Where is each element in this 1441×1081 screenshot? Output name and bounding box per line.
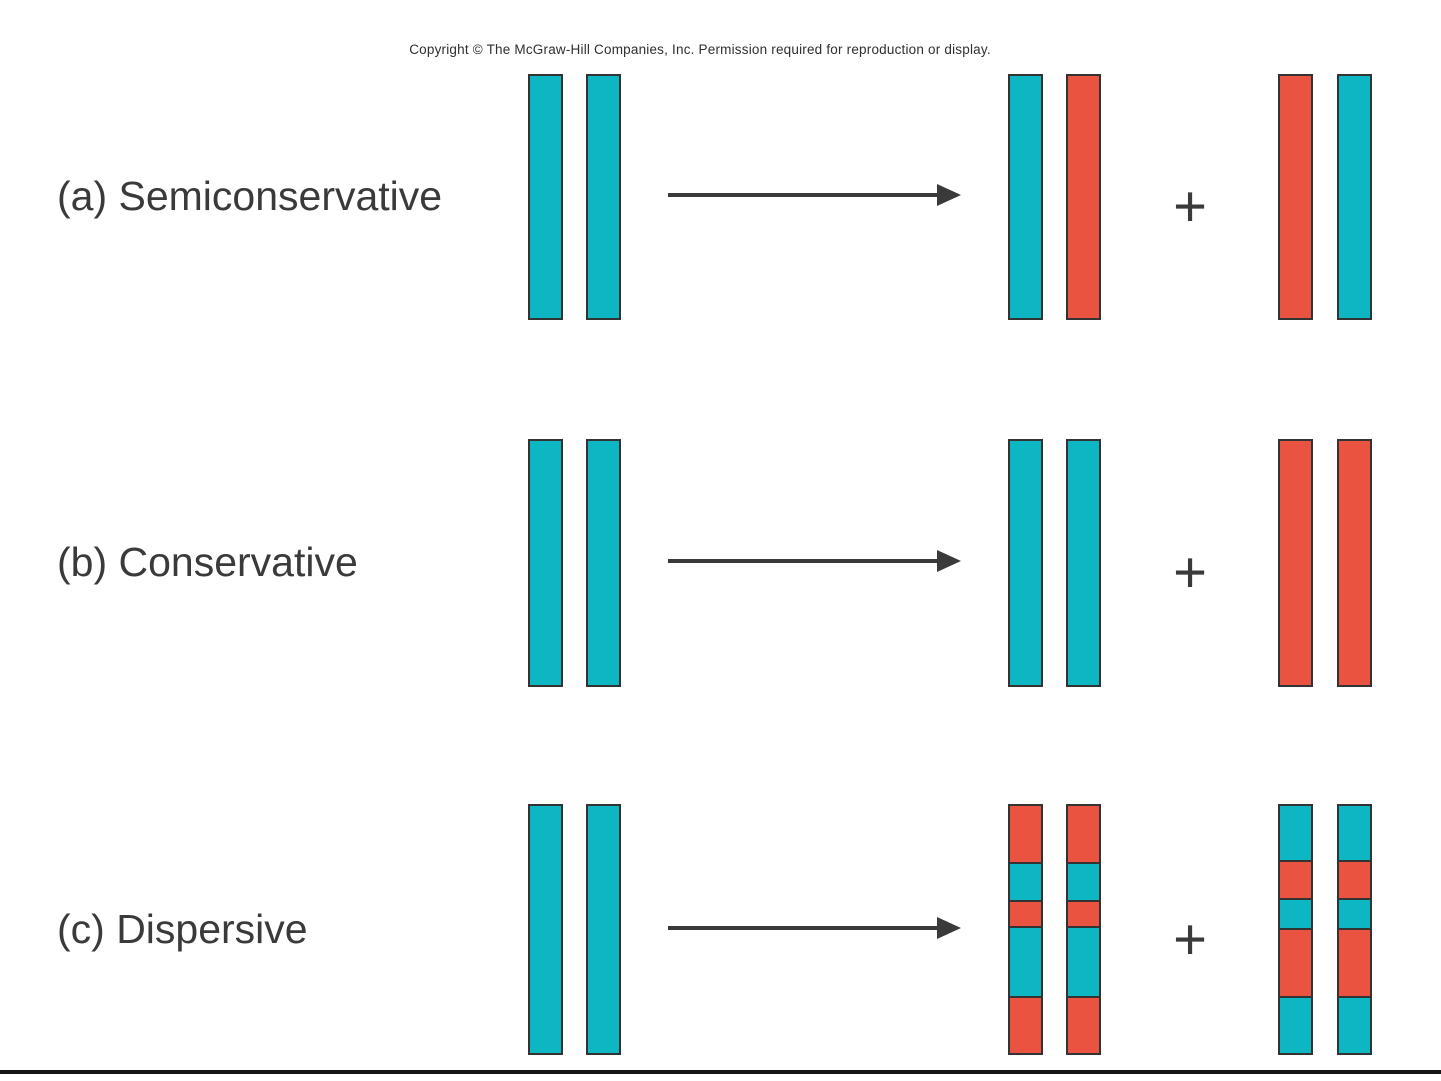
arrow-line	[668, 925, 941, 930]
strand-segment-red	[1068, 76, 1099, 318]
bottom-border-line	[0, 1070, 1441, 1074]
strand-segment-red	[1339, 441, 1370, 685]
daughter-dna-2-strand-2	[1337, 804, 1372, 1055]
row-label-c: (c) Dispersive	[57, 905, 308, 952]
strand-segment-teal	[588, 441, 619, 685]
strand-segment-teal	[1010, 76, 1041, 318]
strand-segment-teal	[1339, 996, 1370, 1053]
arrow-head	[937, 184, 961, 206]
strand-segment-teal	[588, 806, 619, 1053]
strand-segment-teal	[530, 441, 561, 685]
arrow-line	[668, 559, 941, 563]
row-label-b: (b) Conservative	[57, 539, 358, 585]
daughter-dna-2-strand-2	[1337, 439, 1372, 687]
parental-dna-strand-2	[586, 804, 621, 1055]
strand-segment-teal	[1280, 996, 1311, 1053]
parental-dna-strand-1	[528, 804, 563, 1055]
strand-segment-teal	[1068, 862, 1099, 901]
strand-segment-teal	[530, 76, 561, 318]
replication-arrow-icon	[668, 184, 961, 206]
strand-segment-teal	[588, 76, 619, 318]
daughter-dna-1-strand-2	[1066, 439, 1101, 687]
daughter-dna-2-strand-1	[1278, 74, 1313, 320]
strand-segment-red	[1280, 441, 1311, 685]
arrow-line	[668, 193, 941, 197]
plus-icon: +	[1173, 906, 1207, 972]
strand-segment-red	[1339, 928, 1370, 997]
daughter-dna-2-strand-1	[1278, 804, 1313, 1055]
strand-segment-red	[1339, 859, 1370, 898]
strand-segment-teal	[1068, 925, 1099, 997]
row-label-a: (a) Semiconservative	[57, 173, 443, 219]
strand-segment-red	[1010, 806, 1041, 863]
daughter-dna-1-strand-1	[1008, 804, 1043, 1055]
strand-segment-teal	[530, 806, 561, 1053]
strand-segment-teal	[1339, 806, 1370, 860]
strand-segment-teal	[1339, 76, 1370, 318]
daughter-dna-1-strand-2	[1066, 74, 1101, 320]
parental-dna-strand-1	[528, 74, 563, 320]
strand-segment-teal	[1280, 806, 1311, 860]
strand-segment-red	[1010, 996, 1041, 1053]
strand-segment-teal	[1010, 925, 1041, 997]
parental-dna-strand-1	[528, 439, 563, 687]
strand-segment-teal	[1280, 897, 1311, 929]
replication-arrow-icon	[668, 550, 961, 572]
plus-icon: +	[1173, 540, 1207, 605]
plus-icon: +	[1173, 174, 1207, 239]
daughter-dna-2-strand-1	[1278, 439, 1313, 687]
daughter-dna-2-strand-2	[1337, 74, 1372, 320]
strand-segment-red	[1010, 900, 1041, 926]
daughter-dna-1-strand-2	[1066, 804, 1101, 1055]
strand-segment-red	[1280, 76, 1311, 318]
arrow-head	[937, 550, 961, 572]
strand-segment-teal	[1339, 897, 1370, 929]
strand-segment-red	[1280, 928, 1311, 997]
strand-segment-red	[1068, 806, 1099, 863]
strand-segment-red	[1280, 859, 1311, 898]
strand-segment-red	[1068, 996, 1099, 1053]
arrow-head	[937, 916, 961, 939]
strand-segment-teal	[1068, 441, 1099, 685]
replication-arrow-icon	[668, 916, 961, 939]
copyright-text: Copyright © The McGraw-Hill Companies, I…	[409, 42, 991, 57]
parental-dna-strand-2	[586, 439, 621, 687]
parental-dna-strand-2	[586, 74, 621, 320]
strand-segment-red	[1068, 900, 1099, 926]
daughter-dna-1-strand-1	[1008, 439, 1043, 687]
strand-segment-teal	[1010, 441, 1041, 685]
strand-segment-teal	[1010, 862, 1041, 901]
daughter-dna-1-strand-1	[1008, 74, 1043, 320]
